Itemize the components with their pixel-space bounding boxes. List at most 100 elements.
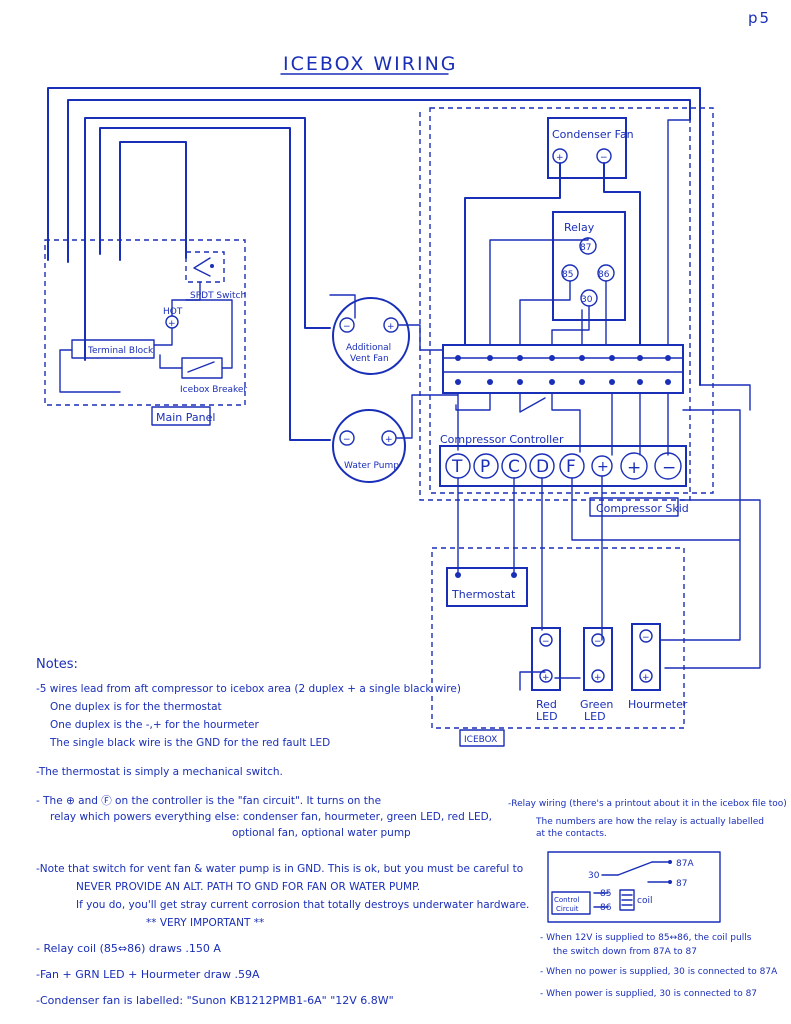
compressor-skid-label: Compressor Skid [596,502,689,515]
terminal-strip [442,344,684,394]
main-panel-wiring [47,87,701,441]
relay-note-3: - When no power is supplied, 30 is conne… [540,967,778,977]
thermostat: Thermostat [446,567,528,607]
note-1-line-1: -5 wires lead from aft compressor to ice… [36,683,461,695]
hot-terminal: HOT + [163,307,183,329]
relay-wiring-notes: -Relay wiring (there's a printout about … [508,799,787,839]
red-led: − + Red LED [531,627,561,723]
spdt-switch-label: SPDT Switch [190,291,246,301]
hot-label: HOT [163,307,183,317]
red-led-label-1: Red [536,698,557,711]
svg-text:Circuit: Circuit [556,905,579,913]
relay: Relay 87 85 86 30 [552,211,626,321]
main-panel-outline [44,239,246,406]
note-4-line-4: ** VERY IMPORTANT ** [146,917,264,929]
svg-text:−: − [642,633,650,643]
svg-text:C: C [508,457,520,477]
svg-text:+: + [642,673,650,683]
svg-text:87: 87 [676,879,687,889]
controller-terminal-plus [620,452,648,480]
svg-text:85: 85 [600,889,611,899]
hourmeter: − + Hourmeter [628,623,688,711]
notes-heading: Notes: [36,657,78,672]
svg-text:Control: Control [554,896,579,904]
green-led: − + Green LED [580,627,613,723]
skid-wiring [329,119,751,641]
relay-wiring-line-3: at the contacts. [536,829,607,839]
condenser-fan-label: Condenser Fan [552,128,634,141]
svg-text:P: P [480,457,490,477]
icebox-breaker: Icebox Breaker [180,357,247,395]
terminal-block-label: Terminal Block [87,346,154,356]
green-led-label-2: LED [584,710,606,723]
water-pump: − + Water Pump [332,409,406,483]
vent-fan-label-1: Additional [346,343,391,353]
relay-wiring-line-2: The numbers are how the relay is actuall… [535,817,764,827]
note-7: -Condenser fan is labelled: "Sunon KB121… [36,994,394,1007]
page-title: ICEBOX WIRING [283,53,458,75]
svg-text:+: + [556,153,564,163]
thermostat-label: Thermostat [451,588,516,601]
page-number: p5 [748,9,771,27]
svg-text:30: 30 [588,871,600,881]
relay-label: Relay [564,221,595,234]
note-2: -The thermostat is simply a mechanical s… [36,766,283,778]
svg-text:+: + [597,459,609,475]
notes-section: Notes: -5 wires lead from aft compressor… [36,657,529,1007]
controller-terminal-minus [654,452,682,480]
relay-schematic: 30 87A 87 85 86 coil Control Circuit [547,851,721,923]
icebox-label: ICEBOX [464,735,497,745]
svg-text:−: − [343,435,351,445]
main-panel-label-box: Main Panel [151,406,215,426]
svg-text:−: − [542,637,550,647]
svg-text:87A: 87A [676,859,694,869]
terminal-block: Terminal Block [71,339,155,359]
controller-terminal-p [473,453,499,479]
controller-to-icebox-wiring [457,475,761,691]
note-1-line-4: The single black wire is the GND for the… [49,737,330,749]
svg-text:+: + [387,322,395,332]
note-4-line-3: If you do, you'll get stray current corr… [76,899,529,911]
svg-text:86: 86 [600,903,612,913]
svg-text:86: 86 [598,270,610,280]
note-1-line-3: One duplex is the -,+ for the hourmeter [50,719,259,731]
svg-text:+: + [594,673,602,683]
relay-note-1: - When 12V is supplied to 85↔86, the coi… [540,933,752,943]
svg-text:−: − [600,153,608,163]
relay-behavior-notes: - When 12V is supplied to 85↔86, the coi… [540,933,778,999]
main-panel-label: Main Panel [156,411,215,424]
note-5: - Relay coil (85⇔86) draws .150 A [36,942,221,955]
svg-text:−: − [594,637,602,647]
condenser-fan: Condenser Fan + − [547,117,634,179]
note-3-line-3: optional fan, optional water pump [232,827,411,839]
hourmeter-label: Hourmeter [628,698,688,711]
compressor-controller-label: Compressor Controller [440,433,564,446]
compressor-skid-outline [429,107,714,494]
svg-text:D: D [536,457,549,477]
relay-note-2: the switch down from 87A to 87 [553,947,697,957]
note-3-line-1: - The ⊕ and Ⓕ on the controller is the "… [36,795,381,807]
compressor-skid-label-box: Compressor Skid [589,497,689,517]
icebox-label-box: ICEBOX [459,729,505,747]
note-1-line-2: One duplex is for the thermostat [50,701,222,713]
svg-text:87: 87 [580,243,591,253]
compressor-skid-outline-inner [419,112,691,501]
svg-text:30: 30 [581,295,593,305]
icebox-breaker-label: Icebox Breaker [180,385,247,395]
vent-fan-label-2: Vent Fan [350,354,389,364]
icebox-outline [431,547,685,729]
svg-text:coil: coil [637,896,652,906]
svg-text:T: T [451,457,463,477]
svg-text:+: + [385,435,393,445]
compressor-controller: Compressor Controller T P C D F + + − [439,433,687,487]
relay-wiring-line-1: -Relay wiring (there's a printout about … [508,799,787,809]
note-3-line-2: relay which powers everything else: cond… [50,811,492,823]
svg-text:+: + [542,673,550,683]
water-pump-label: Water Pump [344,461,399,471]
red-led-label-2: LED [536,710,558,723]
svg-text:F: F [566,457,576,477]
svg-text:−: − [662,458,676,478]
additional-vent-fan: − + Additional Vent Fan [332,297,410,375]
note-4-line-1: -Note that switch for vent fan & water p… [36,863,523,875]
relay-note-4: - When power is supplied, 30 is connecte… [540,989,757,999]
